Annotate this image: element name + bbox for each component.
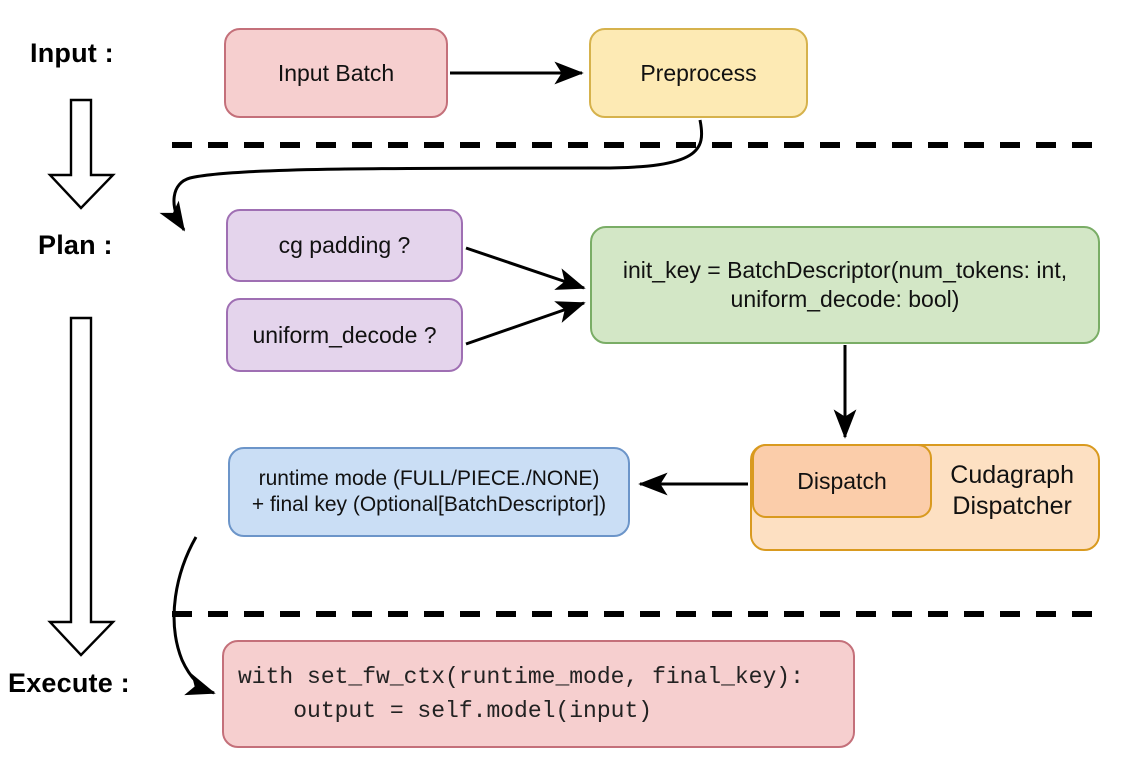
node-dispatch[interactable]: Dispatch (752, 444, 932, 518)
node-code-block[interactable]: with set_fw_ctx(runtime_mode, final_key)… (222, 640, 855, 748)
node-uniform-decode-label: uniform_decode ? (252, 321, 437, 348)
node-cg-padding-label: cg padding ? (278, 232, 411, 259)
node-input-batch[interactable]: Input Batch (224, 28, 448, 118)
stage-label-plan: Plan : (38, 230, 113, 260)
node-cudagraph-dispatcher-label: Cudagraph Dispatcher (950, 461, 1074, 521)
node-preprocess[interactable]: Preprocess (589, 28, 808, 118)
edge-cg-padding-to-init-key (465, 246, 586, 290)
node-uniform-decode[interactable]: uniform_decode ? (226, 298, 463, 372)
node-runtime-mode[interactable]: runtime mode (FULL/PIECE./NONE) + final … (228, 447, 630, 537)
node-init-key-label: init_key = BatchDescriptor(num_tokens: i… (622, 257, 1068, 312)
node-input-batch-label: Input Batch (277, 59, 395, 86)
node-dispatch-label: Dispatch (797, 467, 887, 494)
stage-label-input: Input : (30, 38, 114, 68)
node-code-block-text: with set_fw_ctx(runtime_mode, final_key)… (238, 663, 804, 725)
stage-label-execute: Execute : (8, 668, 130, 698)
node-cg-padding[interactable]: cg padding ? (226, 209, 463, 282)
node-runtime-mode-label: runtime mode (FULL/PIECE./NONE) + final … (251, 466, 607, 516)
down-arrow-icon-2 (47, 316, 116, 657)
down-arrow-icon-1 (47, 98, 116, 210)
node-init-key[interactable]: init_key = BatchDescriptor(num_tokens: i… (590, 226, 1100, 344)
edge-runtime-mode-to-code-block (172, 536, 216, 696)
edge-uniform-decode-to-init-key (465, 301, 586, 346)
node-preprocess-label: Preprocess (640, 59, 757, 86)
